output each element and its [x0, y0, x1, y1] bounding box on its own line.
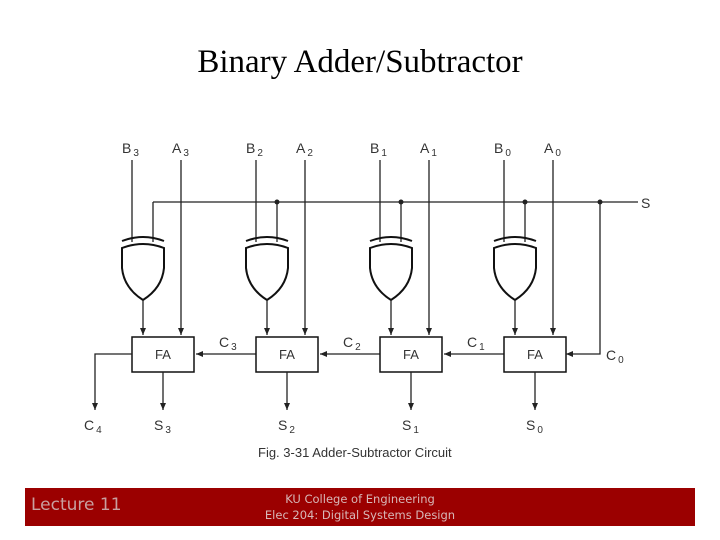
college-name: KU College of Engineering	[285, 492, 435, 506]
full-adder-label: FA	[279, 347, 295, 362]
lecture-label: Lecture 11	[31, 495, 122, 515]
s-control-label: S	[641, 195, 650, 211]
c4-wire	[92, 353, 132, 410]
footer-bar: Lecture 11 KU College of Engineering Ele…	[25, 488, 695, 526]
xor-gate	[493, 236, 537, 302]
xor-gate	[369, 236, 413, 302]
slide-title: Binary Adder/Subtractor	[197, 44, 523, 80]
full-adder-box	[503, 336, 567, 373]
full-adder-label: FA	[403, 347, 419, 362]
full-adder-label: FA	[527, 347, 543, 362]
full-adder-label: FA	[155, 347, 171, 362]
c0-wire	[566, 202, 601, 357]
figure-caption: Fig. 3-31 Adder-Subtractor Circuit	[258, 445, 452, 460]
course-name: Elec 204: Digital Systems Design	[264, 508, 456, 522]
full-adder-box	[379, 336, 443, 373]
xor-gate	[121, 236, 165, 302]
course-info: KU College of Engineering Elec 204: Digi…	[215, 491, 505, 523]
xor-gate	[245, 236, 289, 302]
